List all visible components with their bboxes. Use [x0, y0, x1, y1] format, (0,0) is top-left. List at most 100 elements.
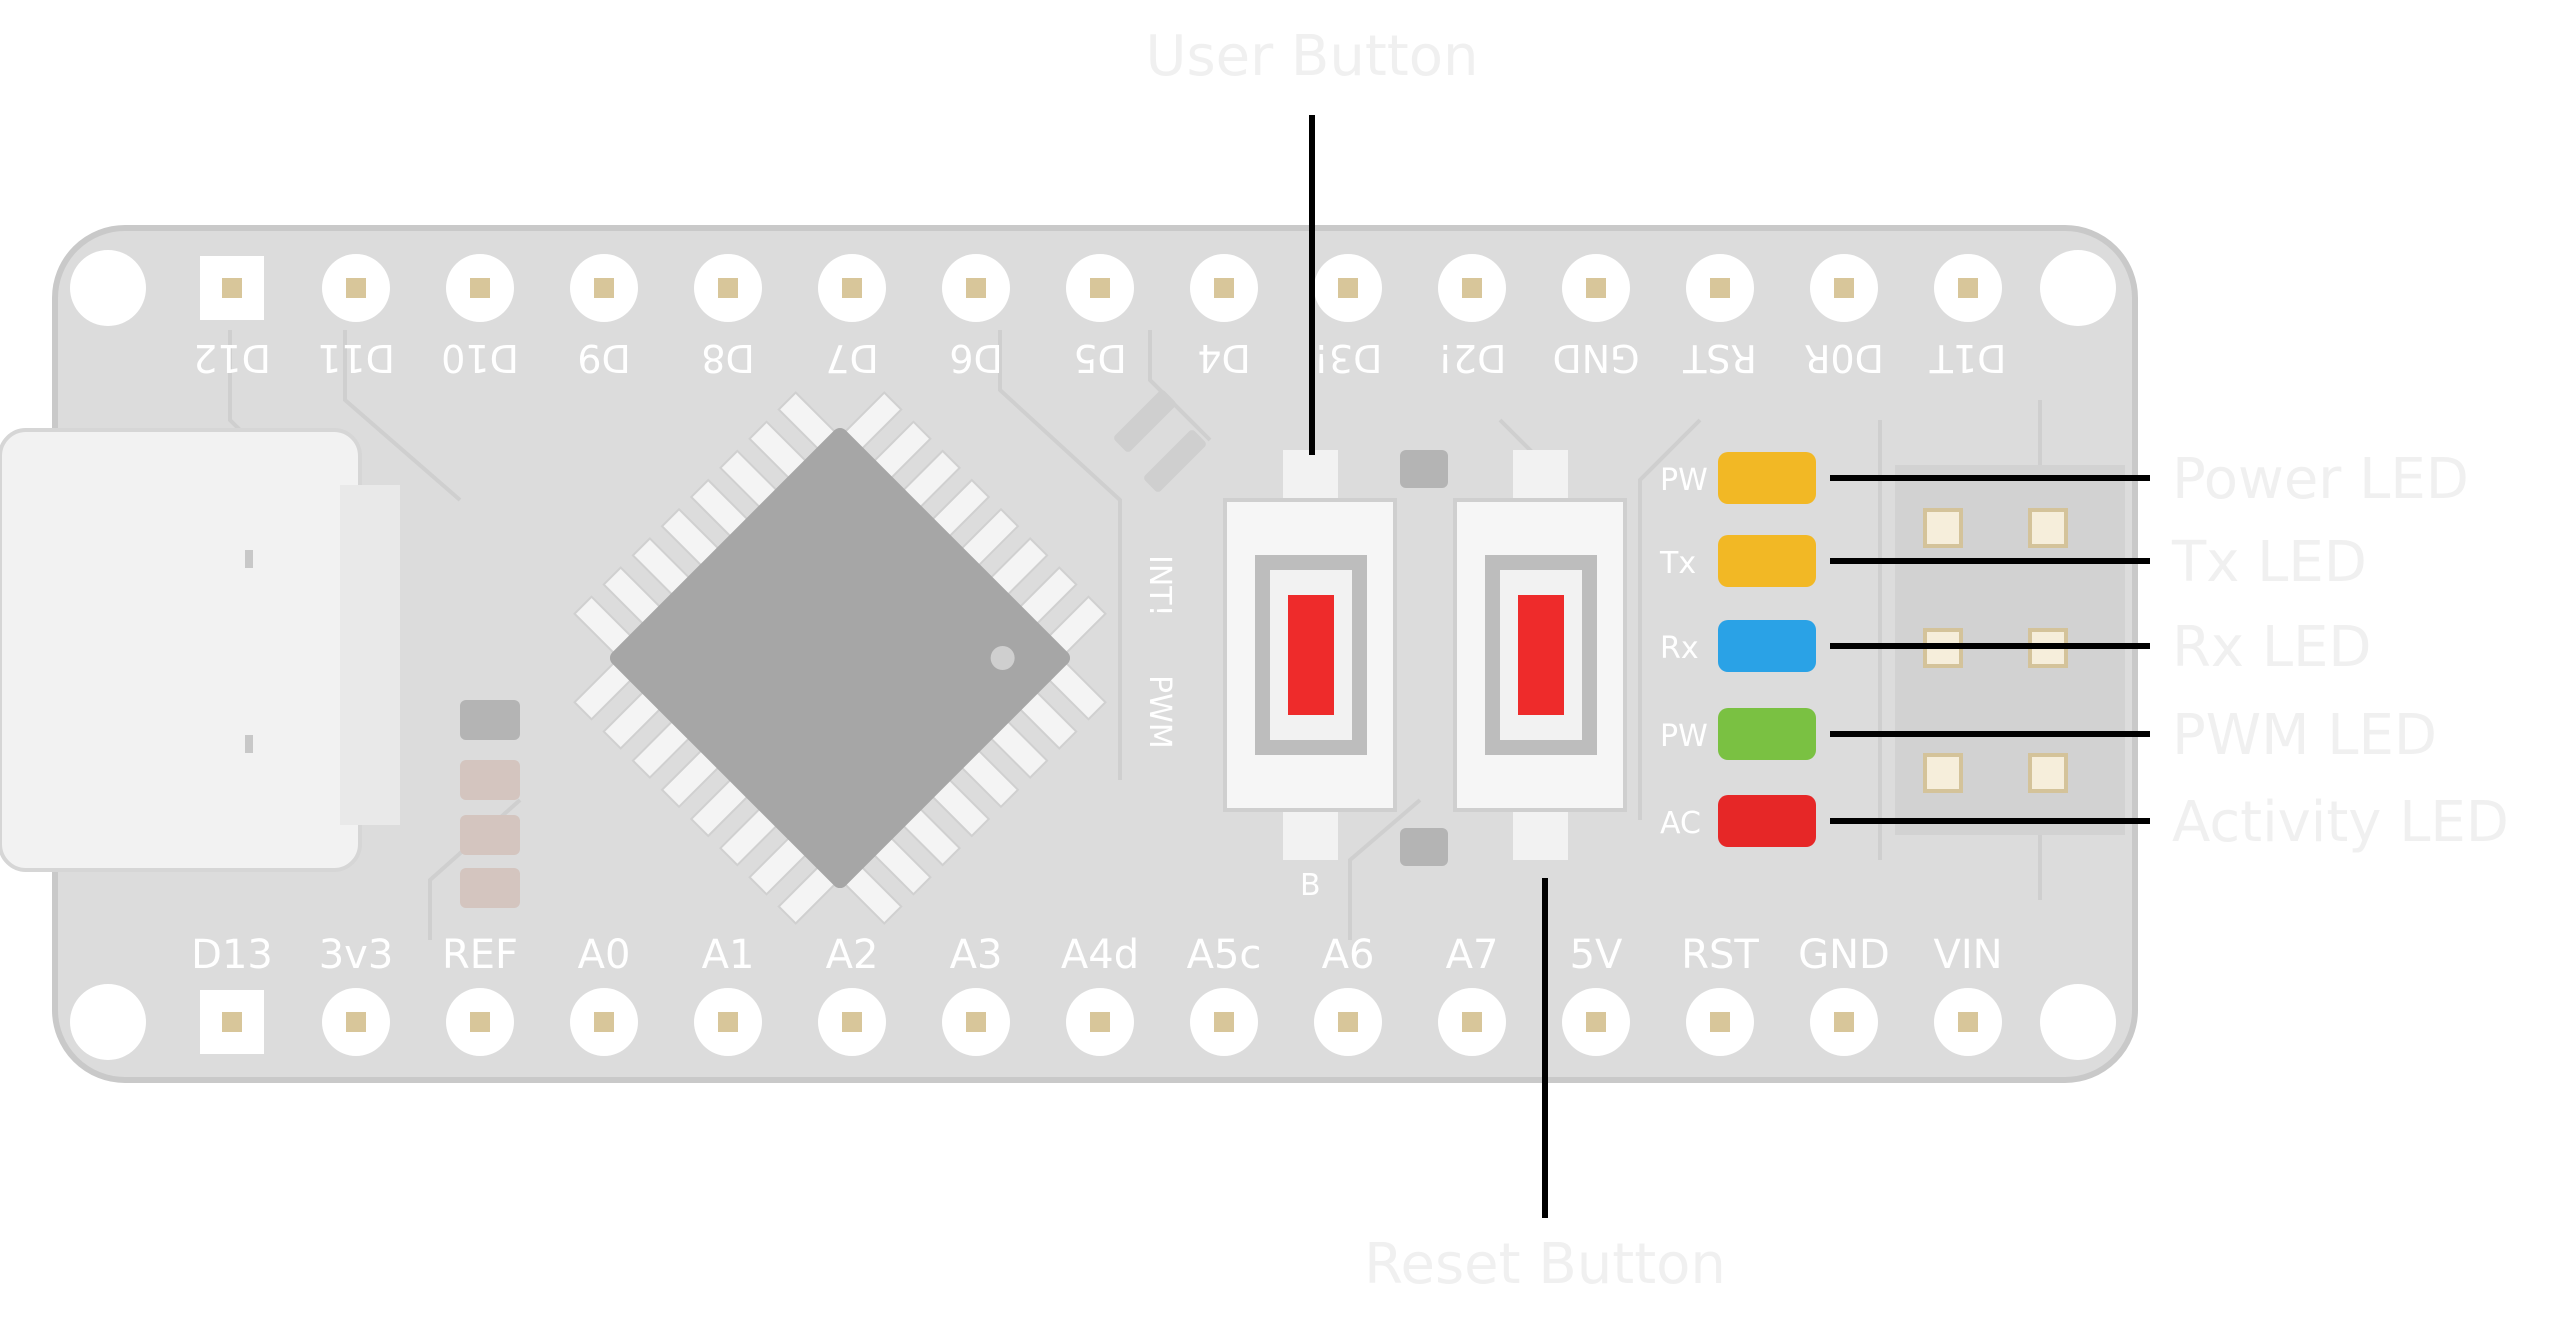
pwm-led-label: PWM LED [2172, 703, 2437, 768]
pin-label-bottom-11: 5V [1570, 932, 1623, 978]
pin-label-top-13: D0R [1804, 336, 1884, 380]
mounting-hole-top-right [2040, 250, 2116, 326]
pin-top-0: D12 [193, 256, 271, 380]
pin-top-2: D10 [441, 254, 519, 380]
chip-pins [573, 391, 1107, 925]
pin-top-1: D11 [317, 254, 395, 380]
pin-top-10: D2! [1438, 254, 1507, 380]
pin-bottom-13: GND [1798, 932, 1890, 1056]
pin-label-top-1: D11 [317, 336, 395, 380]
pin-label-bottom-1: 3v3 [319, 932, 394, 978]
pin-bottom-10: A7 [1438, 932, 1506, 1056]
pin-bottom-0: D13 [191, 932, 273, 1054]
pin-top-11: GND [1552, 254, 1640, 380]
pin-label-top-12: RST [1682, 336, 1757, 380]
pin-top-9: D3! [1314, 254, 1383, 380]
pin-top-7: D5 [1066, 254, 1134, 380]
pin-label-top-9: D3! [1314, 336, 1383, 380]
user-button-label: User Button [1145, 24, 1478, 89]
tx-led [1718, 535, 1816, 587]
pin-label-bottom-5: A2 [826, 932, 879, 978]
activity-led-label: Activity LED [2172, 790, 2509, 855]
silk-rx: Rx [1660, 631, 1699, 666]
pin-label-bottom-8: A5c [1187, 932, 1262, 978]
pin-top-12: RST [1682, 254, 1757, 380]
pin-bottom-12: RST [1681, 932, 1759, 1056]
pin-top-14: D1T [1929, 254, 2006, 380]
pin-bottom-5: A2 [818, 932, 886, 1056]
pin-label-top-10: D2! [1438, 336, 1507, 380]
pin-bottom-7: A4d [1061, 932, 1139, 1056]
pwm-led [1718, 708, 1816, 760]
pin-label-bottom-9: A6 [1322, 932, 1375, 978]
activity-led [1718, 795, 1816, 847]
pin-label-top-2: D10 [441, 336, 519, 380]
pin-label-bottom-4: A1 [702, 932, 755, 978]
pin-bottom-14: VIN [1933, 932, 2003, 1056]
silk-pwm-label: PWM [1142, 675, 1177, 749]
pin-label-bottom-10: A7 [1446, 932, 1499, 978]
pin-top-13: D0R [1804, 254, 1884, 380]
pin-label-bottom-2: REF [442, 932, 518, 978]
bottom-pin-row: D13 3v3 REF A0 A1 A2 A3 A4d A5c A6 A7 5V RST GND VIN [191, 932, 2003, 1056]
pin-label-top-3: D9 [577, 336, 630, 380]
pin-bottom-4: A1 [694, 932, 762, 1056]
int-pwm-silkscreen: INT! PWM [1142, 555, 1177, 749]
pin-label-top-8: D4 [1197, 336, 1250, 380]
pin-label-bottom-13: GND [1798, 932, 1890, 978]
pin-bottom-11: 5V [1562, 932, 1630, 1056]
top-pin-row: D12 D11 D10 D9 D8 D7 D6 D5 D4 D3! D2! GND RST D0R D1T [193, 254, 2006, 380]
led-silkscreen: PW Tx Rx PW AC B [1300, 463, 1708, 903]
pin-top-4: D8 [694, 254, 762, 380]
rx-led [1718, 620, 1816, 672]
pin-bottom-9: A6 [1314, 932, 1382, 1056]
pin-label-top-14: D1T [1929, 336, 2006, 380]
pin-bottom-6: A3 [942, 932, 1010, 1056]
pin-label-top-7: D5 [1073, 336, 1126, 380]
led-group [1718, 452, 1816, 847]
pin-bottom-8: A5c [1187, 932, 1262, 1056]
pin-top-6: D6 [942, 254, 1010, 380]
reset-button-label: Reset Button [1364, 1232, 1726, 1297]
usb-c-connector [0, 428, 400, 872]
pin-bottom-1: 3v3 [319, 932, 394, 1056]
power-led-label: Power LED [2172, 447, 2469, 512]
callout-lines [1309, 115, 2150, 1218]
silk-int: INT! [1142, 555, 1177, 617]
mounting-hole-bottom-left [70, 984, 146, 1060]
power-led [1718, 452, 1816, 504]
silk-ac: AC [1660, 806, 1701, 841]
mounting-hole-top-left [70, 250, 146, 326]
pin-label-bottom-12: RST [1681, 932, 1759, 978]
pin-label-top-6: D6 [949, 336, 1002, 380]
pin-label-bottom-6: A3 [950, 932, 1003, 978]
pin-bottom-2: REF [442, 932, 518, 1056]
pin-top-3: D9 [570, 254, 638, 380]
pin-label-top-5: D7 [825, 336, 878, 380]
pin-label-bottom-14: VIN [1933, 932, 2002, 978]
silk-user-mark: B [1300, 868, 1321, 903]
pin-bottom-3: A0 [570, 932, 638, 1056]
microcontroller-chip [573, 391, 1107, 925]
pin-top-5: D7 [818, 254, 886, 380]
callout-labels: User Button Reset Button Power LED Tx LE… [1145, 24, 2508, 1297]
pin-label-top-0: D12 [193, 336, 271, 380]
reset-button [1453, 450, 1627, 860]
silk-pwm: PW [1660, 719, 1708, 754]
pin-label-bottom-3: A0 [578, 932, 631, 978]
silk-pw: PW [1660, 463, 1708, 498]
rx-led-label: Rx LED [2172, 615, 2372, 680]
mounting-hole-bottom-right [2040, 984, 2116, 1060]
pin-label-bottom-7: A4d [1061, 932, 1139, 978]
tx-led-label: Tx LED [2171, 530, 2367, 595]
pin-label-top-11: GND [1552, 336, 1639, 380]
side-header [1895, 465, 2125, 835]
passive-components [460, 390, 1448, 908]
silk-tx: Tx [1659, 546, 1696, 581]
user-button [1223, 450, 1397, 860]
pin-label-bottom-0: D13 [191, 932, 273, 978]
pin-top-8: D4 [1190, 254, 1258, 380]
pin-label-top-4: D8 [701, 336, 754, 380]
